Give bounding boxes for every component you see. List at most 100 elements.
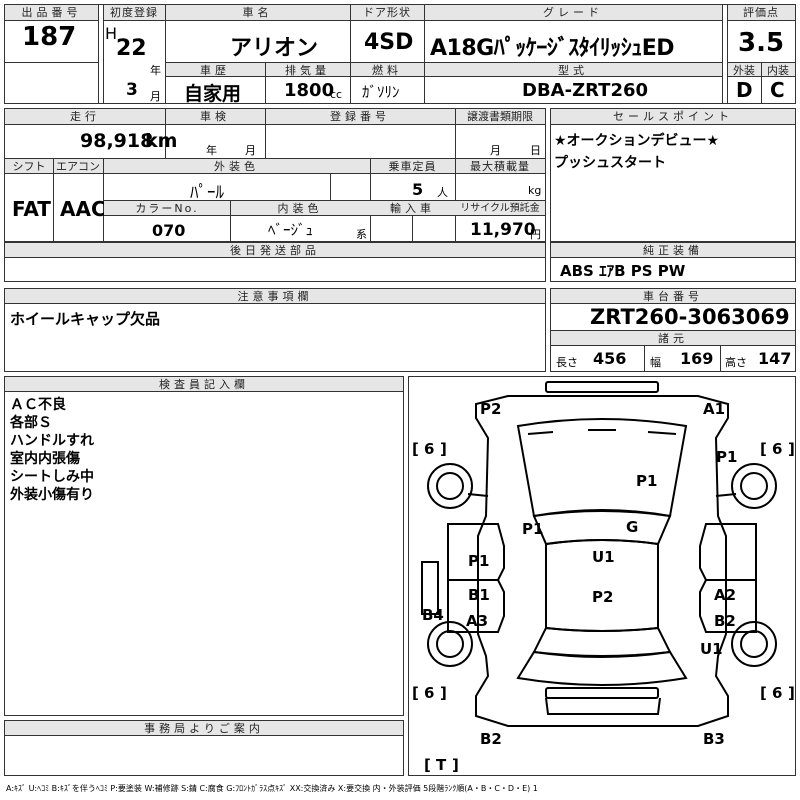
history-value: 自家用 bbox=[184, 83, 242, 105]
mark-p1-hood: P1 bbox=[636, 472, 657, 490]
length-label: 長さ bbox=[556, 356, 578, 369]
svg-text:]: ] bbox=[452, 756, 459, 774]
color-no-value: 070 bbox=[152, 221, 186, 240]
year-unit: 年 bbox=[150, 64, 161, 77]
mileage-value: 98,918 bbox=[80, 130, 154, 152]
transfer-month-unit: 月 bbox=[490, 144, 501, 157]
displacement-unit: cc bbox=[330, 88, 343, 101]
model-header: 車名 bbox=[165, 5, 350, 21]
shift-header: シフト bbox=[5, 159, 53, 174]
displacement-value: 1800 bbox=[284, 80, 335, 101]
ac-value: AAC bbox=[60, 197, 106, 221]
inspector-line: シートしみ中 bbox=[10, 469, 94, 485]
mark-b4-side: B4 bbox=[422, 606, 444, 624]
tire-fr: 6 bbox=[772, 440, 782, 458]
transfer-day-unit: 日 bbox=[530, 144, 541, 157]
tire-rr: 6 bbox=[772, 684, 782, 702]
ac-header: エアコン bbox=[53, 159, 103, 174]
fuel-header: 燃料 bbox=[350, 62, 424, 77]
later-parts-header: 後日発送部品 bbox=[5, 243, 545, 258]
fuel-value: ｶﾞｿﾘﾝ bbox=[362, 83, 400, 101]
mark-b2-rear: B2 bbox=[480, 730, 502, 748]
mark-p1-right: P1 bbox=[716, 448, 737, 466]
color-value: ﾊﾟｰﾙ bbox=[190, 183, 224, 203]
history-header: 車歴 bbox=[165, 62, 265, 77]
sales-point-section bbox=[550, 108, 796, 242]
vehicle-info-section bbox=[4, 108, 546, 242]
inspector-line: 各部Ｓ bbox=[10, 415, 52, 431]
inspection-month-unit: 月 bbox=[245, 144, 256, 157]
score-header: 評価点 bbox=[727, 5, 795, 21]
height-value: 147 bbox=[758, 349, 792, 368]
tire-fl: 6 bbox=[424, 440, 434, 458]
mark-p2-front: P2 bbox=[480, 400, 501, 418]
inspection-year-unit: 年 bbox=[206, 144, 217, 157]
inspector-line: 室内内張傷 bbox=[10, 451, 80, 467]
reg-year: 22 bbox=[116, 36, 147, 61]
reg-month: 3 bbox=[126, 80, 138, 100]
recycle-value: 11,970 bbox=[470, 220, 536, 240]
mark-p1-pillar: P1 bbox=[522, 520, 543, 538]
mark-p1-door: P1 bbox=[468, 552, 489, 570]
shift-value: FAT bbox=[12, 197, 51, 221]
mark-a1-front: A1 bbox=[703, 400, 725, 418]
color-no-header: カラーNo. bbox=[104, 201, 230, 216]
caution-header: 注意事項欄 bbox=[5, 289, 545, 304]
door-type: 4SD bbox=[364, 30, 414, 55]
mark-u1-rear: U1 bbox=[700, 640, 723, 658]
color-header: 外装色 bbox=[103, 159, 370, 174]
mileage-unit: km bbox=[145, 130, 178, 152]
mileage-header: 走行 bbox=[5, 109, 165, 125]
mark-p2-roof: P2 bbox=[592, 588, 613, 606]
load-header: 最大積載量 bbox=[455, 159, 545, 174]
mark-u1-roof: U1 bbox=[592, 548, 615, 566]
svg-text:[: [ bbox=[760, 684, 767, 702]
height-label: 高さ bbox=[725, 356, 747, 369]
score-value: 3.5 bbox=[738, 28, 785, 58]
interior-header: 内装 bbox=[761, 62, 795, 77]
chassis-value: ZRT260-3063069 bbox=[590, 305, 790, 329]
inspector-line: ＡＣ不良 bbox=[10, 397, 66, 413]
month-unit: 月 bbox=[150, 90, 161, 103]
recycle-header: リサイクル預託金 bbox=[455, 201, 545, 216]
inspection-header: 車検 bbox=[165, 109, 265, 125]
mark-g-glass: G bbox=[626, 518, 638, 536]
caution-section bbox=[4, 288, 546, 372]
damage-diagram bbox=[408, 376, 796, 776]
width-label: 幅 bbox=[650, 356, 661, 369]
car-diagram: P2 A1 P1 P1 P1 G U1 P1 B1 A3 P2 A2 B2 B4… bbox=[412, 381, 795, 774]
transfer-header: 譲渡書類期限 bbox=[455, 109, 545, 125]
svg-text:[: [ bbox=[412, 440, 419, 458]
svg-text:[: [ bbox=[412, 684, 419, 702]
recycle-unit: 円 bbox=[530, 228, 541, 241]
lot-number: 187 bbox=[22, 22, 77, 52]
inspector-line: 外装小傷有り bbox=[10, 487, 94, 503]
caution-text: ホイールキャップ欠品 bbox=[10, 310, 161, 328]
sales-point-2: プッシュスタート bbox=[554, 155, 666, 171]
equipment-section bbox=[550, 242, 796, 282]
tire-rl: 6 bbox=[424, 684, 434, 702]
mark-a3-door: A3 bbox=[466, 612, 488, 630]
type-value: DBA-ZRT260 bbox=[522, 80, 649, 101]
mark-b1-door: B1 bbox=[468, 586, 490, 604]
inspector-line: ハンドルすれ bbox=[10, 433, 94, 449]
top-section bbox=[4, 4, 796, 104]
model-name: アリオン bbox=[230, 36, 319, 61]
inspector-header: 検査員記入欄 bbox=[5, 377, 403, 392]
office-section bbox=[4, 720, 404, 776]
svg-text:[: [ bbox=[424, 756, 431, 774]
svg-text:]: ] bbox=[788, 684, 795, 702]
import-header: 輸入車 bbox=[370, 201, 455, 216]
spec-header: 諸元 bbox=[551, 331, 795, 346]
svg-text:]: ] bbox=[440, 684, 447, 702]
exterior-header: 外装 bbox=[727, 62, 761, 77]
capacity-value: 5 bbox=[412, 180, 424, 199]
svg-text:]: ] bbox=[788, 440, 795, 458]
sales-point-1: ★オークションデビュー★ bbox=[554, 133, 720, 149]
legend: A:ｷｽﾞ U:ﾍｺﾐ B:ｷｽﾞを伴うﾍｺﾐ P:要塗装 W:補修跡 S:錆 … bbox=[6, 784, 538, 793]
svg-text:[: [ bbox=[760, 440, 767, 458]
displacement-header: 排気量 bbox=[265, 62, 350, 77]
type-header: 型式 bbox=[424, 62, 722, 77]
grade-value: A18GﾊﾟｯｹｰｼﾞｽﾀｲﾘｯｼｭED bbox=[430, 36, 675, 61]
later-parts-section bbox=[4, 242, 546, 282]
